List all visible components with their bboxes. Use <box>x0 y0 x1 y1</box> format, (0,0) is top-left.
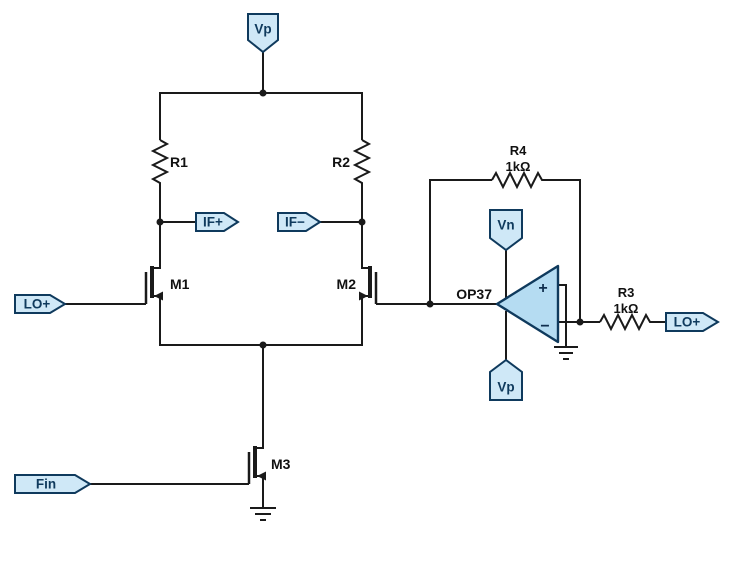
junction-dot <box>259 341 267 349</box>
opamp-label: OP37 <box>456 286 492 302</box>
tag-label: Vn <box>497 218 514 233</box>
tag-lo-plus-right: LO+ <box>665 312 720 332</box>
wire-noninv-to-ground <box>558 284 567 347</box>
tag-vp-top: Vp <box>247 13 279 54</box>
mosfet-label: M1 <box>170 276 190 292</box>
tag-shape <box>489 209 523 252</box>
wire-m3-source <box>255 475 264 508</box>
ground-symbol-m3 <box>250 507 276 521</box>
tag-shape <box>277 212 322 232</box>
tag-shape <box>247 13 279 54</box>
tag-label: Vp <box>254 22 271 37</box>
resistor-label: R1 <box>170 154 188 170</box>
tag-lo-plus-left: LO+ <box>14 294 67 314</box>
mosfet-arrow-icon <box>257 471 266 481</box>
mosfet-arrow-icon <box>154 291 163 301</box>
tag-label: LO+ <box>674 315 701 330</box>
wire-r2-to-m2-drain <box>361 186 370 269</box>
wire-top-rail <box>159 92 363 140</box>
wire-source-rail <box>152 295 370 346</box>
resistor-r3: R3 1kΩ <box>599 285 652 332</box>
opamp-inverting-mark: − <box>540 318 549 335</box>
mosfet-label: M2 <box>337 276 357 292</box>
resistor-value: 1kΩ <box>506 159 531 174</box>
mosfet-m1: M1 <box>144 266 190 304</box>
resistor-label: R2 <box>332 154 350 170</box>
tag-shape <box>14 294 67 314</box>
wires <box>65 52 666 508</box>
resistor-r2: R2 <box>332 139 372 186</box>
tag-label: IF− <box>285 215 305 230</box>
resistor-r1: R1 <box>150 139 188 186</box>
resistor-value: 1kΩ <box>614 301 639 316</box>
junction-dots <box>156 89 584 349</box>
mosfet-label: M3 <box>271 456 291 472</box>
tag-if-plus: IF+ <box>195 212 240 232</box>
wire-feedback-left <box>429 179 492 304</box>
tag-fin: Fin <box>14 474 92 494</box>
resistor-zigzag <box>599 312 652 332</box>
mosfet-m2: M2 <box>337 266 378 304</box>
tag-shape <box>195 212 240 232</box>
junction-dot <box>259 89 267 97</box>
opamp-noninverting-mark: + <box>538 280 547 297</box>
tag-if-minus: IF− <box>277 212 322 232</box>
tag-label: IF+ <box>203 215 223 230</box>
resistor-label: R4 <box>510 143 527 158</box>
tag-shape <box>14 474 92 494</box>
ground-symbol-opamp <box>554 346 578 360</box>
tag-vp-opamp: Vp <box>489 358 523 401</box>
tag-label: Vp <box>497 380 514 395</box>
resistor-zigzag <box>491 170 544 190</box>
resistor-zigzag <box>150 139 170 186</box>
wire-feedback-right <box>544 179 581 322</box>
junction-dot <box>426 300 434 308</box>
opamp-op37: + − OP37 <box>456 264 560 344</box>
resistor-zigzag <box>352 139 372 186</box>
junction-dot <box>576 318 584 326</box>
tag-shape <box>665 312 720 332</box>
opamp-triangle <box>495 264 560 344</box>
wire-r1-to-m1-drain <box>152 186 161 269</box>
mosfet-arrow-icon <box>359 291 368 301</box>
wire-tail-to-m3-drain <box>255 345 264 449</box>
resistor-label: R3 <box>618 285 635 300</box>
tag-vn: Vn <box>489 209 523 252</box>
junction-dot <box>156 218 164 226</box>
tag-label: LO+ <box>24 297 51 312</box>
junction-dot <box>358 218 366 226</box>
tag-shape <box>489 358 523 401</box>
mosfet-m3: M3 <box>247 446 291 484</box>
tag-label: Fin <box>36 477 56 492</box>
resistor-r4: R4 1kΩ <box>491 143 544 190</box>
